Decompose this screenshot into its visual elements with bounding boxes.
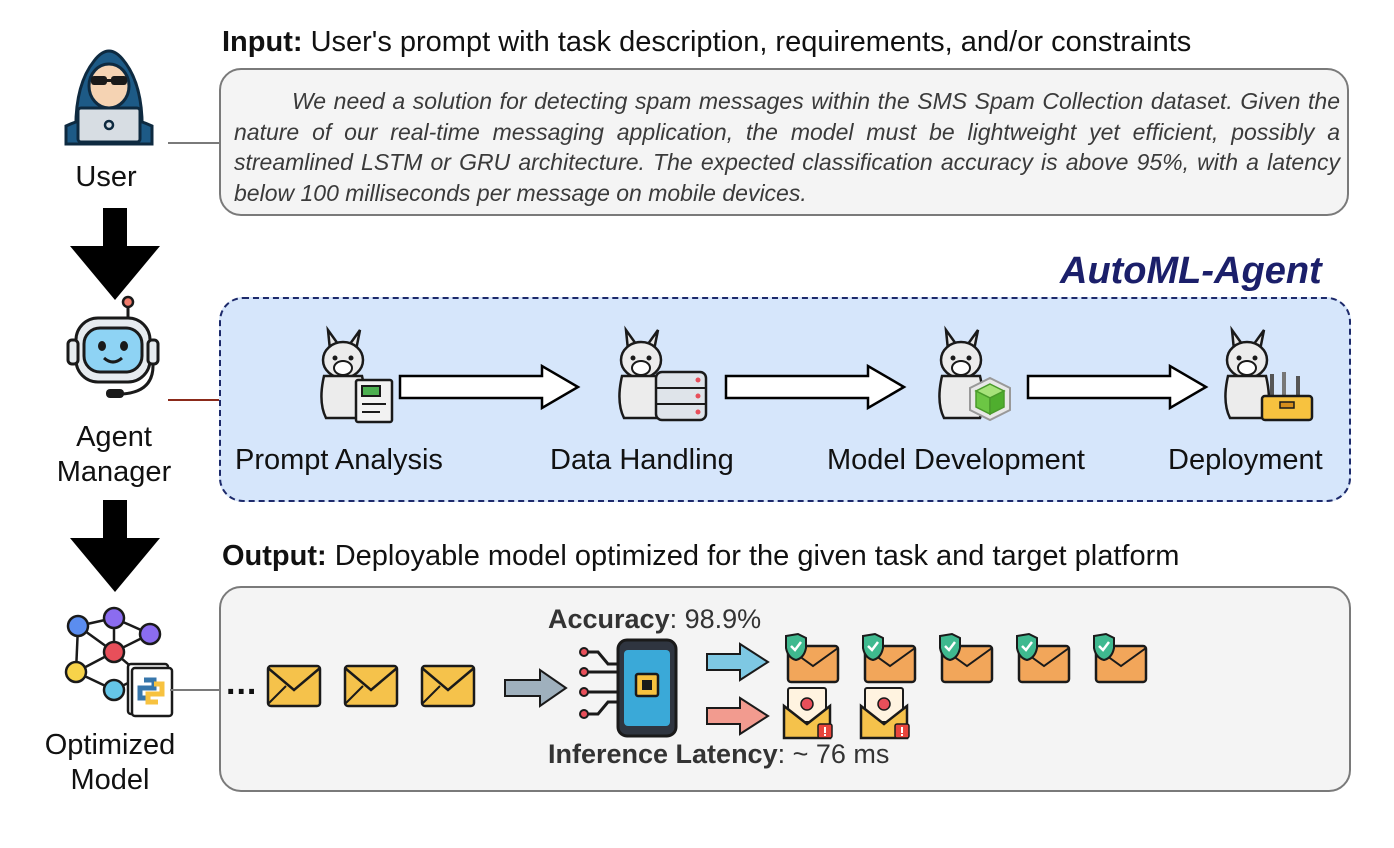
input-arrow-icon (504, 668, 568, 708)
input-description: User's prompt with task description, req… (302, 26, 1192, 58)
accuracy-label: Accuracy (548, 604, 670, 634)
phone-chip-icon (579, 638, 678, 738)
safe-message-icon (862, 632, 917, 684)
optimized-model-line2: Model (70, 764, 150, 796)
llama-toolbox-icon (1224, 325, 1314, 422)
neural-network-icon (64, 606, 174, 718)
stage-label-model-development: Model Development (827, 444, 1085, 476)
input-heading: Input: User's prompt with task descripti… (222, 26, 1191, 59)
stage-arrow-3 (1026, 363, 1209, 411)
accuracy-value: : 98.9% (669, 604, 762, 634)
output-box (219, 586, 1351, 792)
user-label: User (75, 161, 137, 193)
input-label: Input: (222, 26, 303, 58)
stage-label-data-handling: Data Handling (550, 444, 734, 476)
latency-metric: Inference Latency: ~ 76 ms (548, 739, 889, 770)
llama-database-icon (618, 325, 708, 422)
latency-label: Inference Latency (548, 739, 778, 769)
optimized-model-label: Optimized Model (30, 728, 190, 798)
envelope-icon (420, 664, 476, 708)
ellipsis-text: ... (226, 664, 258, 702)
stage-label-deployment: Deployment (1168, 444, 1323, 476)
latency-value: : ~ 76 ms (777, 739, 890, 769)
robot-icon (66, 295, 160, 398)
spam-message-icon (782, 687, 833, 740)
agent-pipeline-box (219, 297, 1351, 502)
accuracy-metric: Accuracy: 98.9% (548, 604, 761, 635)
agent-manager-line1: Agent (76, 421, 152, 453)
optimized-model-line1: Optimized (44, 729, 176, 761)
stage-arrow-1 (398, 363, 581, 411)
spam-message-icon (859, 687, 910, 740)
safe-message-icon (1016, 632, 1071, 684)
output-description: Deployable model optimized for the given… (326, 540, 1180, 572)
stage-label-prompt-analysis: Prompt Analysis (235, 444, 443, 476)
envelope-icon (343, 664, 399, 708)
spam-arrow-icon (706, 696, 770, 736)
stage-arrow-2 (724, 363, 907, 411)
llama-cube-icon (938, 325, 1011, 422)
agent-manager-label: Agent Manager (44, 420, 184, 490)
down-arrow-icon (70, 208, 160, 300)
agent-manager-line2: Manager (56, 456, 172, 488)
envelope-icon (266, 664, 322, 708)
safe-message-icon (939, 632, 994, 684)
output-label: Output: (222, 540, 327, 572)
safe-message-icon (1093, 632, 1148, 684)
safe-message-icon (785, 632, 840, 684)
llama-document-icon (320, 325, 394, 424)
user-hacker-icon (64, 49, 154, 146)
safe-arrow-icon (706, 642, 770, 682)
down-arrow-icon (70, 500, 160, 592)
input-prompt-box (219, 68, 1349, 216)
input-prompt-text: We need a solution for detecting spam me… (234, 88, 1340, 206)
output-heading: Output: Deployable model optimized for t… (222, 540, 1179, 573)
agent-title: AutoML-Agent (1060, 250, 1322, 292)
